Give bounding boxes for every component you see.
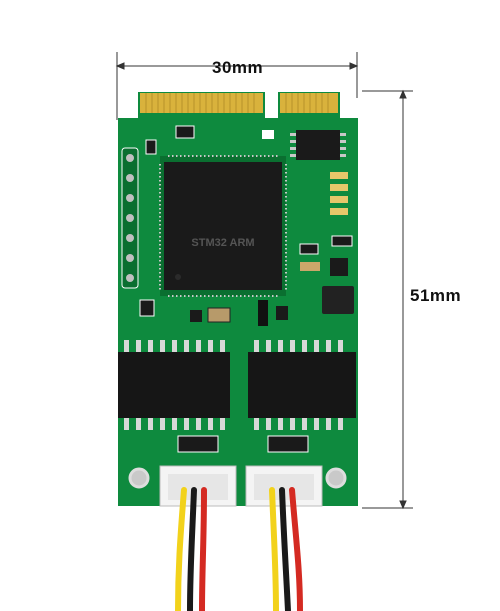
pcb-board: STM32 ARM — [118, 92, 358, 507]
wires-right — [269, 487, 303, 611]
height-dimension — [362, 89, 413, 510]
mount-hole-right — [325, 467, 347, 489]
isolator-chip-left — [118, 340, 230, 430]
chip-marking: STM32 ARM — [191, 237, 254, 249]
isolator-chip-right — [248, 340, 356, 430]
test-pad-strip — [121, 147, 139, 289]
width-dimension — [115, 52, 359, 120]
mount-hole-left — [128, 467, 150, 489]
gold-edge-connector — [140, 93, 338, 113]
wire-connector-left — [159, 465, 237, 507]
width-dimension-label: 30mm — [212, 58, 264, 77]
eeprom-chip — [290, 130, 346, 160]
wires-left — [175, 487, 207, 611]
mcu-chip: STM32 ARM — [159, 155, 287, 297]
height-dimension-label: 51mm — [410, 286, 462, 305]
smd-components — [139, 125, 354, 326]
